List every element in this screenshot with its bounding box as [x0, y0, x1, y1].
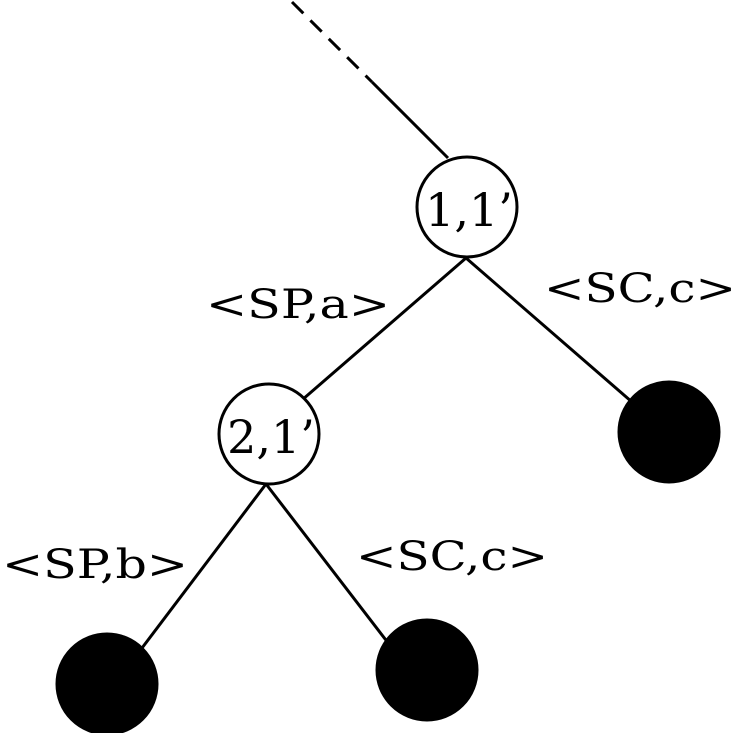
edge-label-root-right: <SC,c> — [544, 266, 736, 312]
leaf-root-right — [617, 380, 721, 484]
edge-root-left — [301, 256, 467, 402]
node-child-label: 2,1’ — [227, 410, 315, 464]
node-root — [415, 155, 519, 259]
incoming-edge — [370, 80, 450, 160]
node-root-label: 1,1’ — [425, 183, 513, 237]
leaf-child-right — [375, 618, 479, 722]
edge-label-child-right: <SC,c> — [356, 534, 548, 580]
edge-root-right — [465, 256, 633, 404]
edge-child-left — [140, 483, 268, 649]
edge-label-root-left: <SP,a> — [206, 282, 390, 328]
leaf-child-left — [55, 632, 159, 733]
edge-child-right — [264, 483, 394, 649]
edge-label-child-left: <SP,b> — [2, 542, 188, 588]
node-child — [217, 382, 321, 486]
incoming-edge-dashed — [290, 0, 374, 84]
